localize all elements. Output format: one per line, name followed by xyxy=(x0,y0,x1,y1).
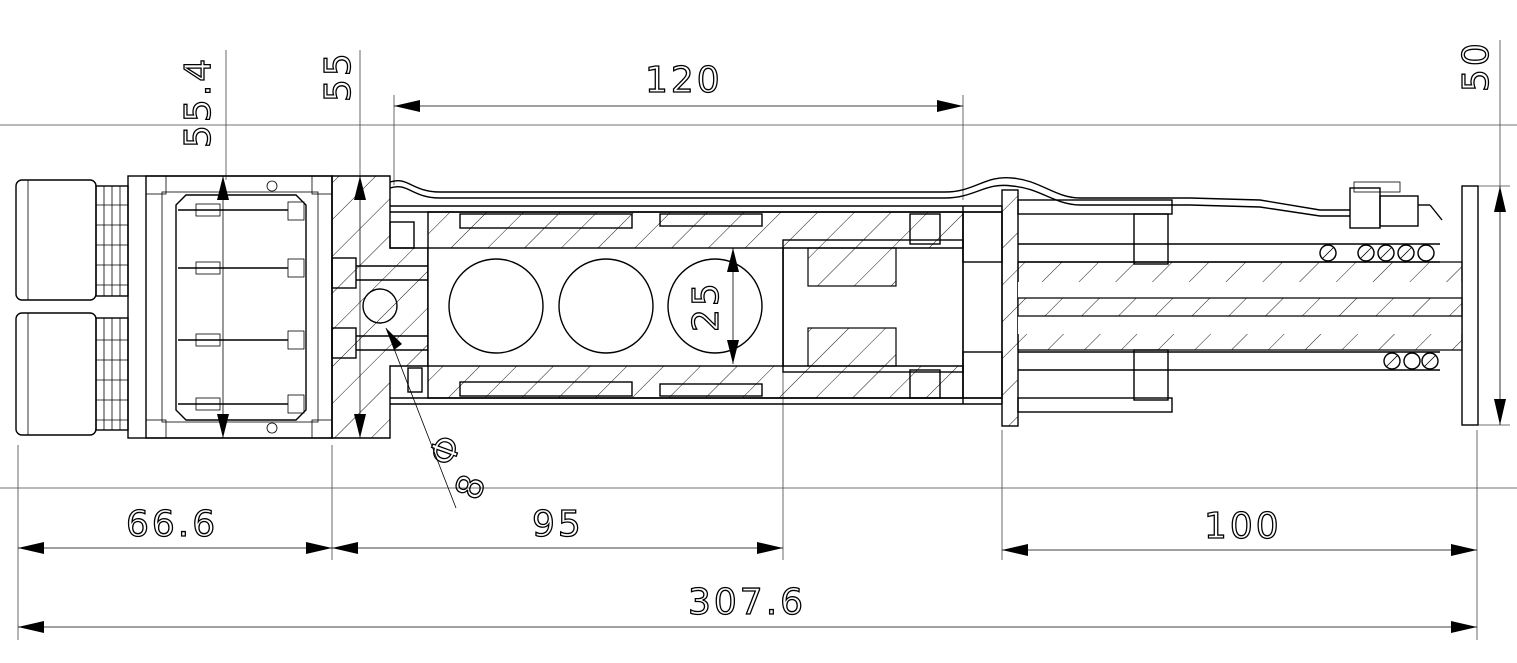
cable-plug xyxy=(1349,181,1443,229)
dim-66-6: 66.6 xyxy=(18,503,332,554)
dim-307-6-label: 307.6 xyxy=(688,582,806,623)
dim-307-6: 307.6 xyxy=(18,581,1477,633)
connector-bottom xyxy=(15,312,129,436)
dim-55-4: 55.4 xyxy=(177,55,229,438)
dim-100-label: 100 xyxy=(1204,506,1282,547)
dim-25: 25 xyxy=(685,248,739,364)
dim-55-4-label: 55.4 xyxy=(178,56,219,148)
dim-50: 50 xyxy=(1455,40,1506,425)
connector-top xyxy=(15,179,129,301)
dim-100: 100 xyxy=(1002,505,1477,556)
dim-95-label: 95 xyxy=(532,504,584,545)
rod-assembly xyxy=(1001,185,1479,427)
dim-55-label: 55 xyxy=(318,50,359,102)
extension-lines xyxy=(0,40,1517,640)
dim-95: 95 xyxy=(332,503,783,554)
dim-25-label: 25 xyxy=(686,280,727,332)
dim-phi-symbol: Φ xyxy=(422,428,471,471)
dim-55: 55 xyxy=(317,50,366,438)
pcb-housing xyxy=(127,175,333,439)
battery-tube xyxy=(427,211,1003,399)
dim-50-label: 50 xyxy=(1456,40,1497,92)
dim-8-label: 8 xyxy=(448,467,495,505)
dim-66-6-label: 66.6 xyxy=(126,504,218,545)
dim-120: 120 xyxy=(394,59,963,112)
dim-120-label: 120 xyxy=(645,60,723,101)
